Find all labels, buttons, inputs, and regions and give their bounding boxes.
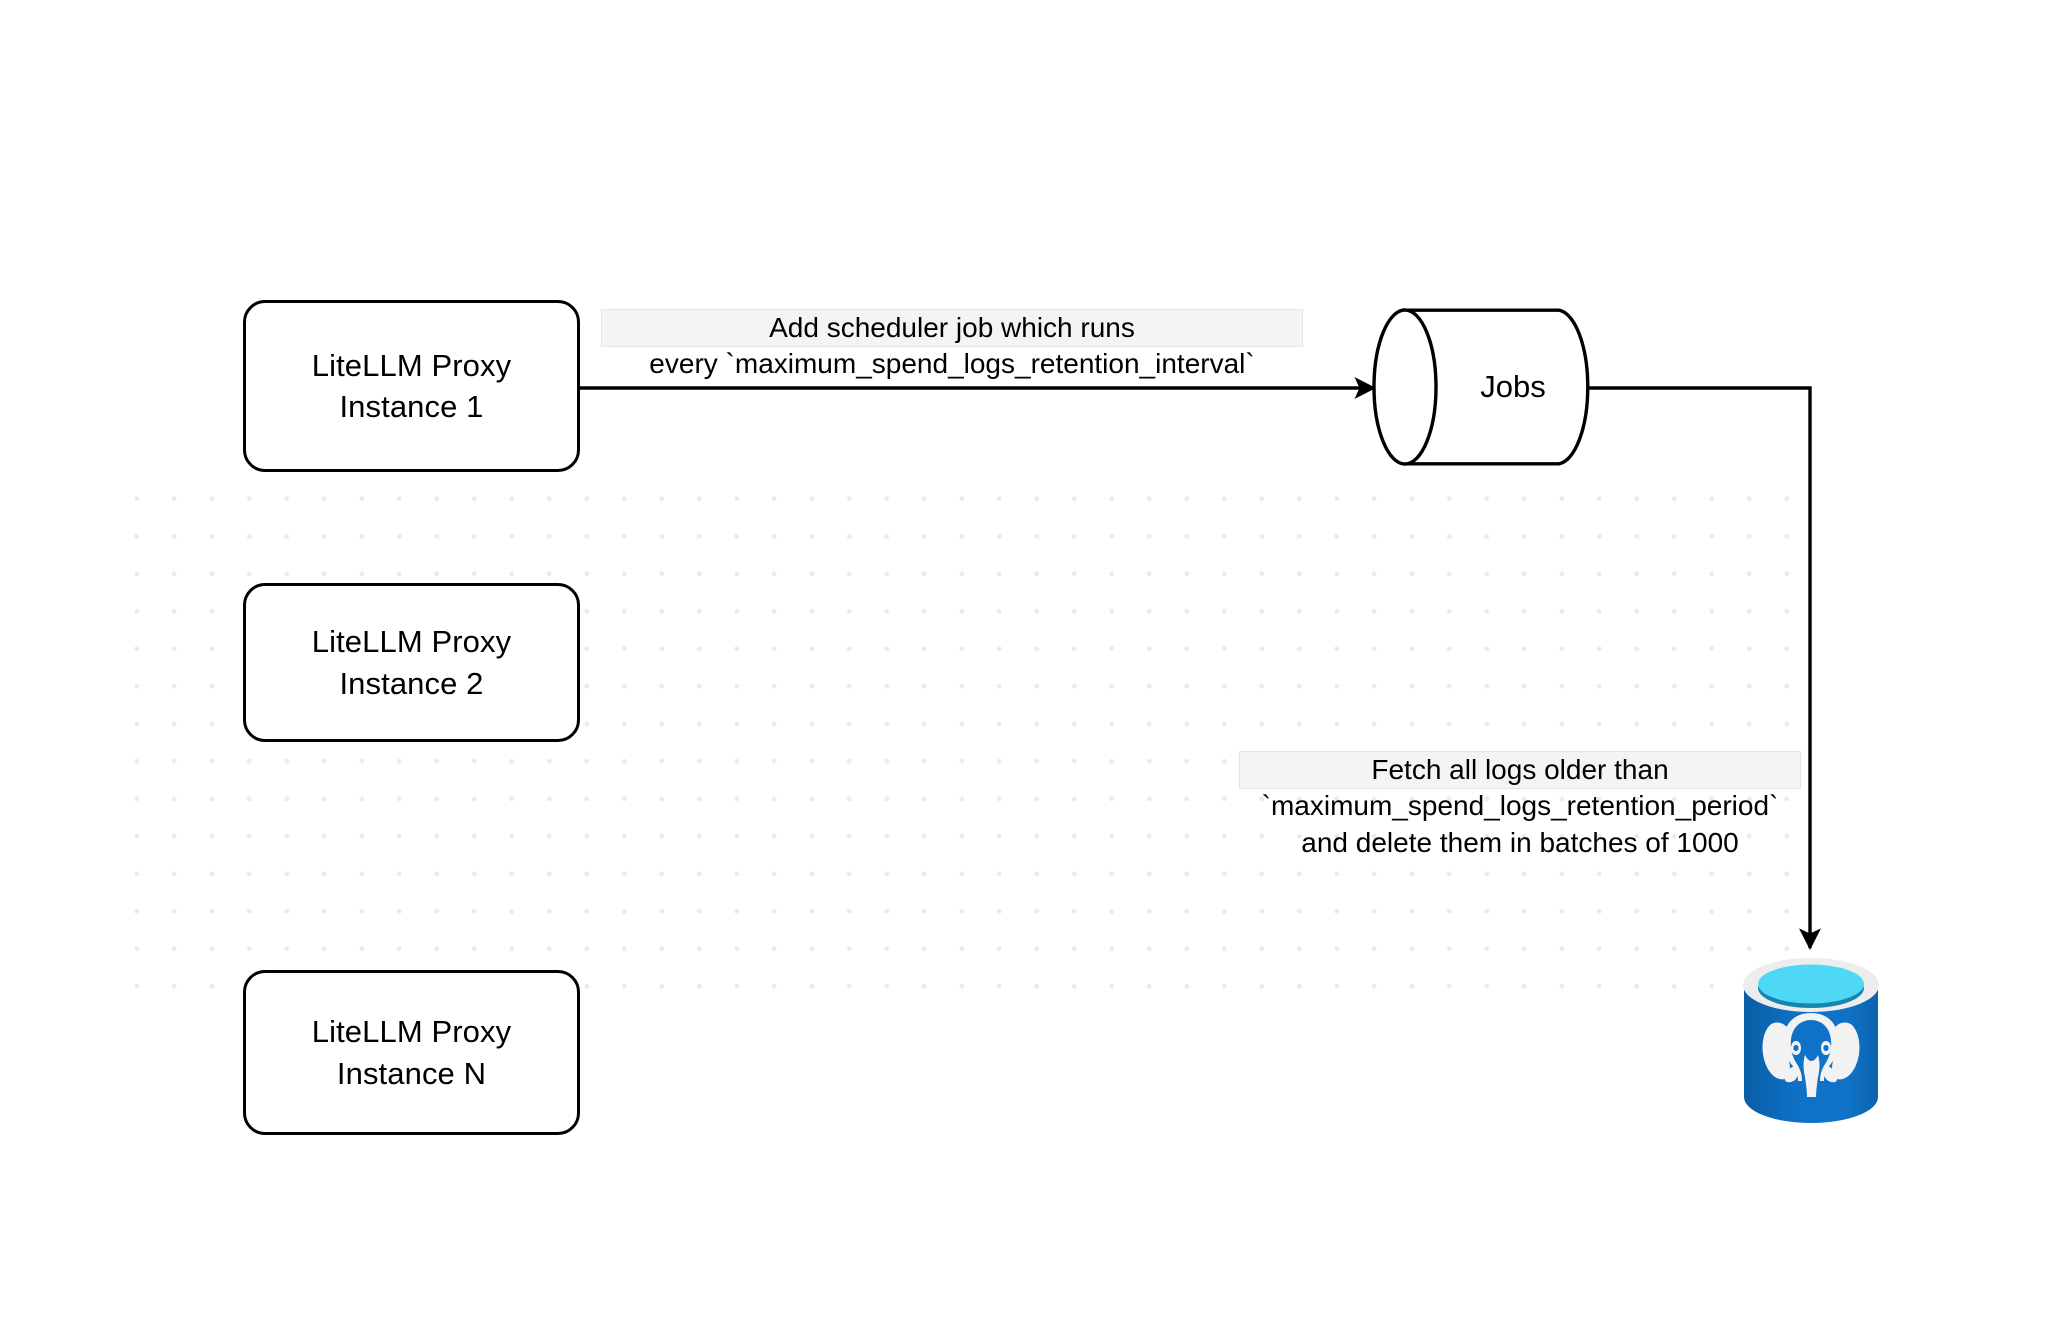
- dot-grid-background: [116, 478, 1816, 1008]
- node-label-line2: Instance 1: [339, 389, 484, 424]
- node-label-line1: LiteLLM Proxy: [311, 624, 512, 660]
- edge-label-line2: every `maximum_spend_logs_retention_inte…: [649, 348, 1255, 380]
- edge-label-fetch-and-delete: Fetch all logs older than `maximum_spend…: [1240, 752, 1800, 861]
- node-jobs-queue[interactable]: Jobs: [1372, 308, 1590, 466]
- node-label-line1: LiteLLM Proxy: [311, 347, 512, 383]
- edge-label-add-scheduler-job: Add scheduler job which runs every `maxi…: [602, 310, 1302, 383]
- edge-label-line3: and delete them in batches of 1000: [1301, 826, 1739, 858]
- edge-label-line2: `maximum_spend_logs_retention_period`: [1261, 790, 1779, 822]
- node-jobs-label: Jobs: [1480, 369, 1546, 404]
- edge-label-line1: Add scheduler job which runs: [602, 310, 1302, 347]
- postgresql-database-icon: [1743, 958, 1879, 1123]
- node-litellm-proxy-instance-2[interactable]: LiteLLM Proxy Instance 2: [243, 583, 580, 742]
- cylinder-shape: [1372, 308, 1590, 466]
- connector-jobs-to-database: [1586, 386, 1822, 951]
- node-label-line2: Instance 2: [339, 665, 484, 701]
- node-label-line1: LiteLLM Proxy: [311, 1014, 512, 1050]
- postgresql-elephant-logo: [1762, 1013, 1860, 1097]
- edge-label-line1: Fetch all logs older than: [1240, 752, 1800, 789]
- node-postgresql-database[interactable]: [1740, 955, 1882, 1127]
- node-litellm-proxy-instance-n[interactable]: LiteLLM Proxy Instance N: [243, 970, 580, 1135]
- node-litellm-proxy-instance-1[interactable]: LiteLLM Proxy Instance 1: [243, 300, 580, 472]
- node-label-line2: Instance N: [336, 1055, 487, 1091]
